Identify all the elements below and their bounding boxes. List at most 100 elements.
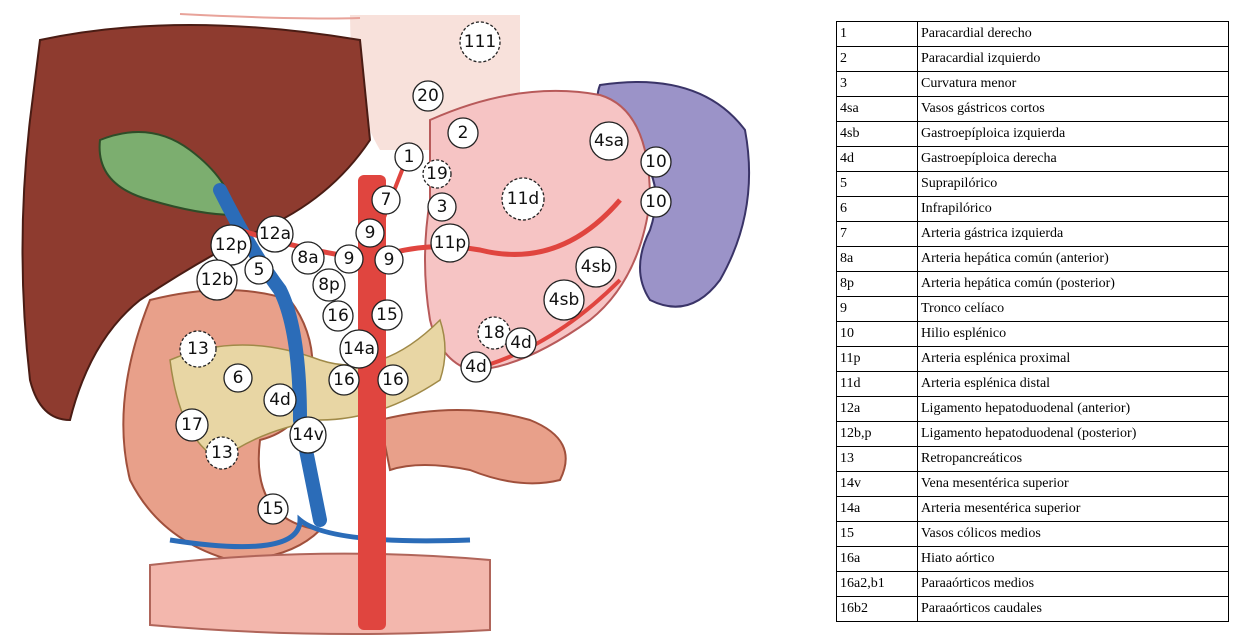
diaphragm-line — [180, 14, 360, 19]
station-label-1: 1 — [395, 143, 423, 171]
station-label-4d: 4d — [506, 328, 536, 358]
legend-code: 14a — [837, 497, 918, 522]
legend-description: Ligamento hepatoduodenal (anterior) — [918, 397, 1229, 422]
station-label-text: 10 — [645, 152, 667, 172]
station-label-text: 4d — [510, 333, 532, 353]
station-label-text: 9 — [365, 223, 376, 243]
legend-row: 8pArteria hepática común (posterior) — [837, 272, 1229, 297]
station-label-6: 6 — [224, 364, 252, 392]
station-label-2: 2 — [448, 118, 478, 148]
legend-code: 3 — [837, 72, 918, 97]
station-label-text: 2 — [458, 123, 469, 143]
station-label-text: 7 — [381, 190, 392, 210]
legend-description: Paraaórticos caudales — [918, 597, 1229, 622]
legend-code: 16b2 — [837, 597, 918, 622]
station-label-16: 16 — [378, 365, 408, 395]
station-label-text: 4d — [465, 357, 487, 377]
station-label-text: 4sa — [594, 131, 624, 151]
legend-description: Ligamento hepatoduodenal (posterior) — [918, 422, 1229, 447]
station-label-text: 13 — [211, 443, 233, 463]
legend-code: 12a — [837, 397, 918, 422]
station-label-14v: 14v — [290, 417, 326, 453]
station-label-13: 13 — [206, 437, 238, 469]
legend-code: 10 — [837, 322, 918, 347]
station-label-4d: 4d — [264, 384, 296, 416]
legend-description: Curvatura menor — [918, 72, 1229, 97]
legend-description: Retropancreáticos — [918, 447, 1229, 472]
legend-description: Hiato aórtico — [918, 547, 1229, 572]
legend-code: 11d — [837, 372, 918, 397]
legend-row: 14aArteria mesentérica superior — [837, 497, 1229, 522]
legend-description: Arteria gástrica izquierda — [918, 222, 1229, 247]
colon-shape — [150, 554, 490, 634]
station-label-5: 5 — [245, 256, 273, 284]
legend-code: 11p — [837, 347, 918, 372]
legend-row: 12aLigamento hepatoduodenal (anterior) — [837, 397, 1229, 422]
legend-row: 3Curvatura menor — [837, 72, 1229, 97]
legend-row: 16b2Paraaórticos caudales — [837, 597, 1229, 622]
station-label-text: 4sb — [581, 257, 611, 277]
station-label-16: 16 — [329, 365, 359, 395]
legend-code: 4d — [837, 147, 918, 172]
legend-code: 4sa — [837, 97, 918, 122]
station-label-14a: 14a — [340, 330, 378, 368]
station-label-text: 14v — [292, 425, 324, 445]
legend-code: 16a2,b1 — [837, 572, 918, 597]
legend-row: 11dArteria esplénica distal — [837, 372, 1229, 397]
legend-description: Vasos gástricos cortos — [918, 97, 1229, 122]
legend-code: 4sb — [837, 122, 918, 147]
station-label-text: 18 — [483, 323, 505, 343]
station-label-15: 15 — [258, 494, 288, 524]
station-label-text: 111 — [464, 32, 496, 52]
legend-description: Paracardial izquierdo — [918, 47, 1229, 72]
legend-row: 11pArteria esplénica proximal — [837, 347, 1229, 372]
station-label-text: 5 — [254, 260, 265, 280]
legend-description: Suprapilórico — [918, 172, 1229, 197]
station-label-text: 16 — [333, 370, 355, 390]
station-label-text: 12b — [201, 270, 233, 290]
legend-row: 16a2,b1Paraaórticos medios — [837, 572, 1229, 597]
station-label-12p: 12p — [211, 225, 251, 265]
legend-row: 14vVena mesentérica superior — [837, 472, 1229, 497]
station-label-text: 8p — [318, 275, 340, 295]
station-label-9: 9 — [335, 245, 363, 273]
station-label-text: 10 — [645, 192, 667, 212]
legend-description: Hilio esplénico — [918, 322, 1229, 347]
legend-description: Arteria hepática común (posterior) — [918, 272, 1229, 297]
station-label-11p: 11p — [431, 224, 469, 262]
legend-code: 8p — [837, 272, 918, 297]
station-label-text: 17 — [181, 415, 203, 435]
station-label-12a: 12a — [257, 216, 293, 252]
legend-description: Tronco celíaco — [918, 297, 1229, 322]
station-label-text: 11p — [434, 233, 466, 253]
legend-code: 15 — [837, 522, 918, 547]
station-label-text: 4sb — [549, 290, 579, 310]
station-label-4sa: 4sa — [590, 122, 628, 160]
legend-code: 6 — [837, 197, 918, 222]
legend-description: Arteria esplénica distal — [918, 372, 1229, 397]
legend-code: 12b,p — [837, 422, 918, 447]
station-label-9: 9 — [375, 246, 403, 274]
station-label-text: 11d — [507, 189, 539, 209]
legend-description: Paraaórticos medios — [918, 572, 1229, 597]
station-label-text: 1 — [404, 147, 415, 167]
station-label-10: 10 — [641, 147, 671, 177]
station-label-4d: 4d — [461, 352, 491, 382]
legend-description: Arteria hepática común (anterior) — [918, 247, 1229, 272]
station-label-text: 12p — [215, 235, 247, 255]
legend-code: 5 — [837, 172, 918, 197]
legend-row: 15Vasos cólicos medios — [837, 522, 1229, 547]
station-label-8a: 8a — [292, 242, 324, 274]
station-label-8p: 8p — [313, 269, 345, 301]
station-label-text: 4d — [269, 390, 291, 410]
station-label-text: 8a — [297, 248, 318, 268]
station-label-text: 19 — [426, 164, 448, 184]
